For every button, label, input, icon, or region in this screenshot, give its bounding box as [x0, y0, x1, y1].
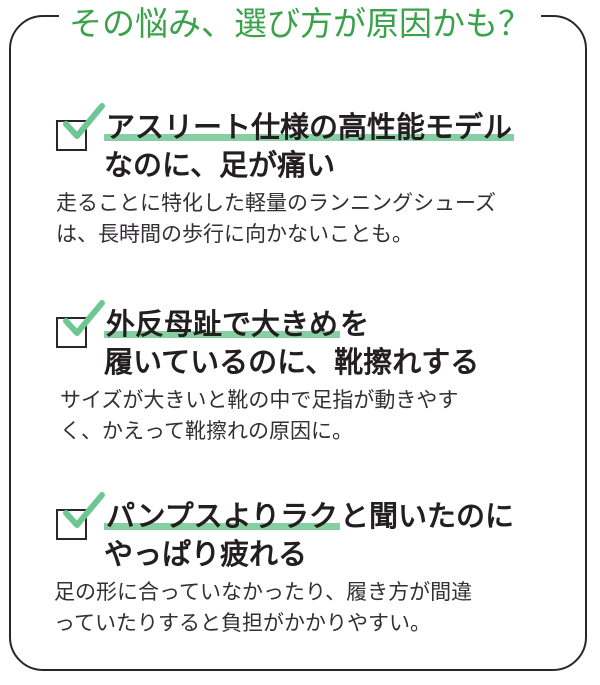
description-line: 走ることに特化した軽量のランニングシューズ [56, 191, 496, 215]
description-line: っていたりすると負担がかかりやすい。 [54, 611, 431, 635]
heading-line2: やっぱり疲れる [104, 537, 308, 571]
heading-highlight: アスリート仕様の高性能モデル [104, 110, 515, 144]
item-heading: 外反母趾で大きめを 履いているのに、靴擦れする [104, 305, 479, 381]
heading-highlight: パンプスよりラク [104, 499, 341, 533]
checkmark-icon [63, 103, 105, 139]
checkbox [56, 120, 87, 151]
heading-rest: を [340, 307, 370, 341]
checkmark-icon [63, 300, 105, 336]
description-line: く、かえって靴擦れの原因に。 [60, 419, 353, 443]
item-heading: アスリート仕様の高性能モデル なのに、足が痛い [104, 108, 515, 184]
heading-line2: 履いているのに、靴擦れする [104, 345, 480, 379]
item-description: サイズが大きいと靴の中で足指が動きやす く、かえって靴擦れの原因に。 [60, 385, 458, 447]
item-heading: パンプスよりラクと聞いたのに やっぱり疲れる [104, 497, 514, 573]
description-line: 足の形に合っていなかったり、履き方が間違 [54, 580, 473, 604]
page-title: その悩み、選び方が原因かも？ [59, 2, 541, 46]
checkbox [56, 509, 87, 540]
title-bar: その悩み、選び方が原因かも？ [0, 0, 600, 50]
heading-line2: なのに、足が痛い [104, 148, 336, 182]
heading-highlight: 外反母趾で大きめ [104, 307, 341, 341]
checkbox [56, 317, 87, 348]
description-line: サイズが大きいと靴の中で足指が動きやす [60, 388, 459, 412]
item-description: 走ることに特化した軽量のランニングシューズ は、長時間の歩行に向かないことも。 [56, 188, 496, 250]
checkmark-icon [63, 492, 105, 528]
item-description: 足の形に合っていなかったり、履き方が間違 っていたりすると負担がかかりやすい。 [54, 577, 472, 639]
heading-rest: と聞いたのに [340, 499, 515, 533]
description-line: は、長時間の歩行に向かないことも。 [56, 222, 413, 246]
